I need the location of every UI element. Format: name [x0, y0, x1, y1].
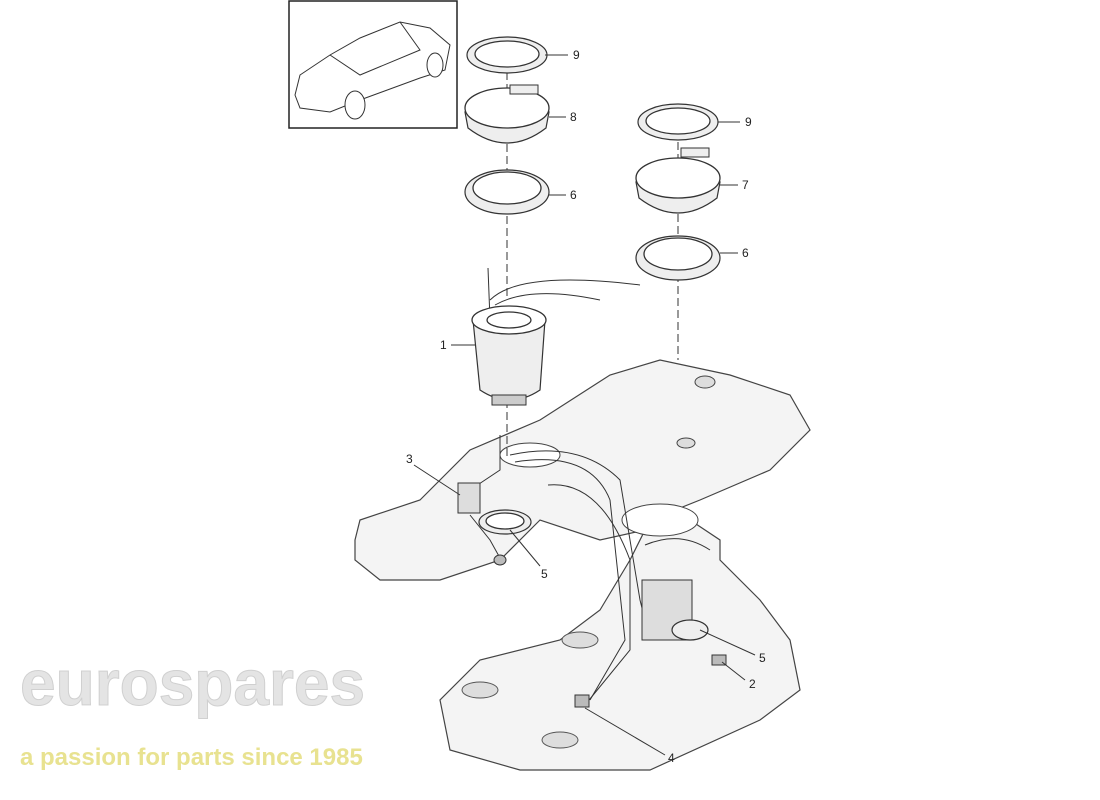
flange-left [464, 84, 550, 144]
connector [574, 694, 590, 708]
callout-8: 8 [570, 110, 577, 124]
callout-2: 2 [749, 677, 756, 691]
watermark: eurospares a passion for parts since 198… [20, 647, 366, 772]
callout-6-left: 6 [570, 188, 577, 202]
retaining-ring-left [478, 509, 532, 535]
callout-7: 7 [742, 178, 749, 192]
fuel-pump-module [471, 267, 641, 406]
seal-ring-right [635, 235, 721, 281]
callout-5-right: 5 [759, 651, 766, 665]
callout-6-right: 6 [742, 246, 749, 260]
vehicle-thumbnail [288, 0, 458, 129]
locking-ring-left [466, 36, 548, 74]
fuel-tank [354, 359, 811, 771]
callout-9-left: 9 [573, 48, 580, 62]
level-sensor-left [457, 482, 507, 566]
locking-ring-right [637, 103, 719, 141]
callout-3: 3 [406, 452, 413, 466]
retaining-ring-right [671, 619, 709, 641]
callout-leaders [413, 54, 756, 756]
callout-5-left: 5 [541, 567, 548, 581]
callout-4: 4 [668, 751, 675, 765]
callout-9-right: 9 [745, 115, 752, 129]
watermark-brand: eurospares [20, 647, 365, 719]
callout-1: 1 [440, 338, 447, 352]
seal-ring-left [464, 169, 550, 215]
watermark-tagline: a passion for parts since 1985 [20, 744, 363, 771]
flange-right [635, 147, 721, 214]
